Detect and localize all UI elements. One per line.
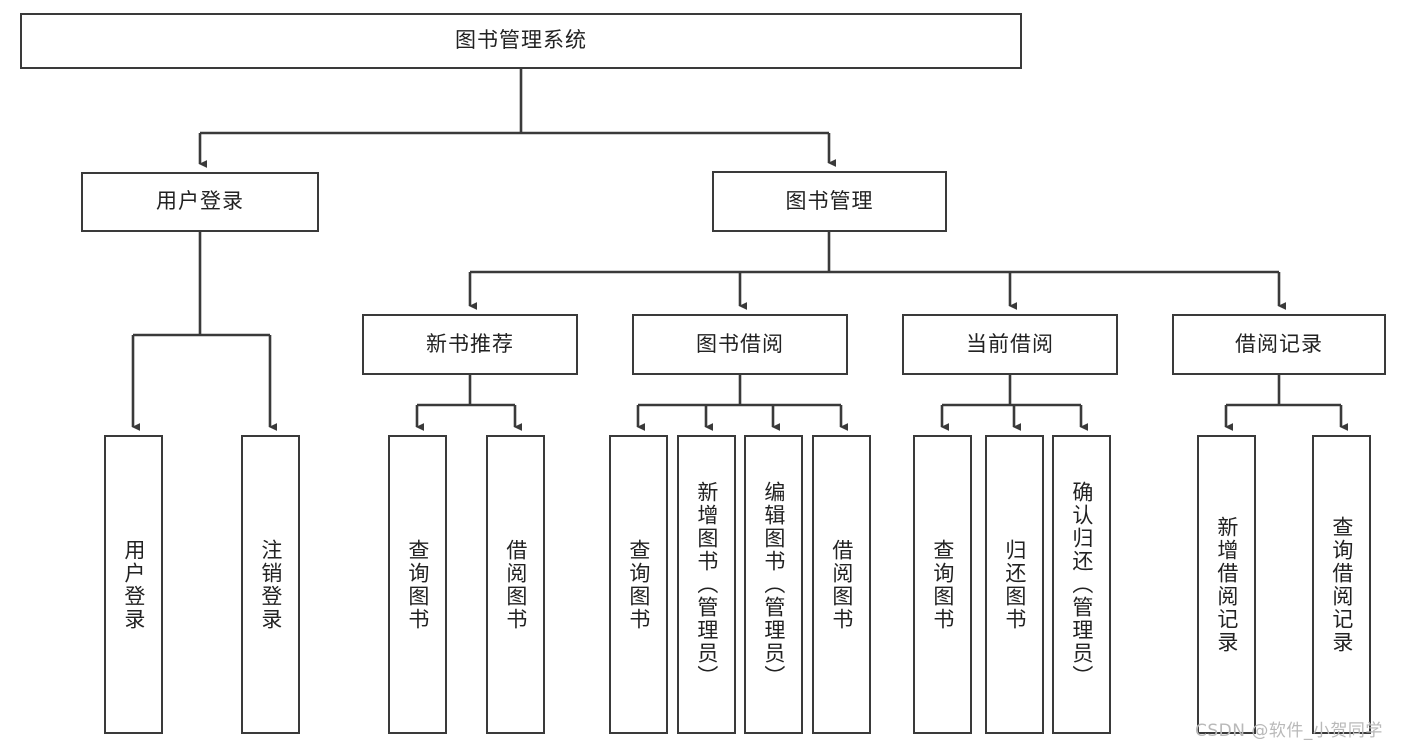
node-leaf-user-login[interactable]: 用户登录 [104, 435, 163, 734]
node-label: 图书管理 [785, 188, 874, 213]
node-label: 归还图书 [1002, 538, 1027, 631]
node-leaf-return-book[interactable]: 归还图书 [985, 435, 1044, 734]
node-label: 借阅记录 [1235, 331, 1323, 356]
node-leaf-borrow-book[interactable]: 借阅图书 [812, 435, 871, 734]
node-label: 图书借阅 [696, 331, 784, 356]
node-label: 新书推荐 [426, 331, 514, 356]
node-leaf-borrow-book-recommend[interactable]: 借阅图书 [486, 435, 545, 734]
node-borrow-record[interactable]: 借阅记录 [1172, 314, 1386, 375]
node-book-borrow[interactable]: 图书借阅 [632, 314, 848, 375]
node-label: 查询借阅记录 [1329, 515, 1354, 654]
node-label: 图书管理系统 [455, 28, 587, 53]
node-leaf-edit-book-admin[interactable]: 编辑图书（管理员） [744, 435, 803, 734]
node-leaf-logout[interactable]: 注销登录 [241, 435, 300, 734]
node-label: 当前借阅 [966, 331, 1054, 356]
node-label: 借阅图书 [503, 538, 528, 631]
node-leaf-query-book-recommend[interactable]: 查询图书 [388, 435, 447, 734]
node-label: 查询图书 [626, 538, 651, 631]
node-label: 查询图书 [405, 538, 430, 631]
node-leaf-query-book-current[interactable]: 查询图书 [913, 435, 972, 734]
node-label: 编辑图书（管理员） [761, 481, 786, 688]
node-label: 用户登录 [121, 538, 146, 631]
node-leaf-query-borrow-record[interactable]: 查询借阅记录 [1312, 435, 1371, 734]
node-label: 注销登录 [258, 538, 283, 631]
node-user-login[interactable]: 用户登录 [81, 172, 319, 232]
node-leaf-add-borrow-record[interactable]: 新增借阅记录 [1197, 435, 1256, 734]
node-label: 借阅图书 [829, 538, 854, 631]
node-label: 用户登录 [156, 189, 244, 214]
node-label: 新增图书（管理员） [694, 481, 719, 688]
node-label: 新增借阅记录 [1214, 515, 1239, 654]
node-leaf-add-book-admin[interactable]: 新增图书（管理员） [677, 435, 736, 734]
node-new-book-recommend[interactable]: 新书推荐 [362, 314, 578, 375]
node-label: 确认归还（管理员） [1069, 481, 1094, 688]
watermark-text: CSDN @软件_小贺同学 [1195, 721, 1383, 741]
node-book-manage[interactable]: 图书管理 [712, 171, 947, 232]
node-root[interactable]: 图书管理系统 [20, 13, 1022, 69]
node-leaf-confirm-return-admin[interactable]: 确认归还（管理员） [1052, 435, 1111, 734]
node-current-borrow[interactable]: 当前借阅 [902, 314, 1118, 375]
node-label: 查询图书 [930, 538, 955, 631]
node-leaf-query-book-borrow[interactable]: 查询图书 [609, 435, 668, 734]
